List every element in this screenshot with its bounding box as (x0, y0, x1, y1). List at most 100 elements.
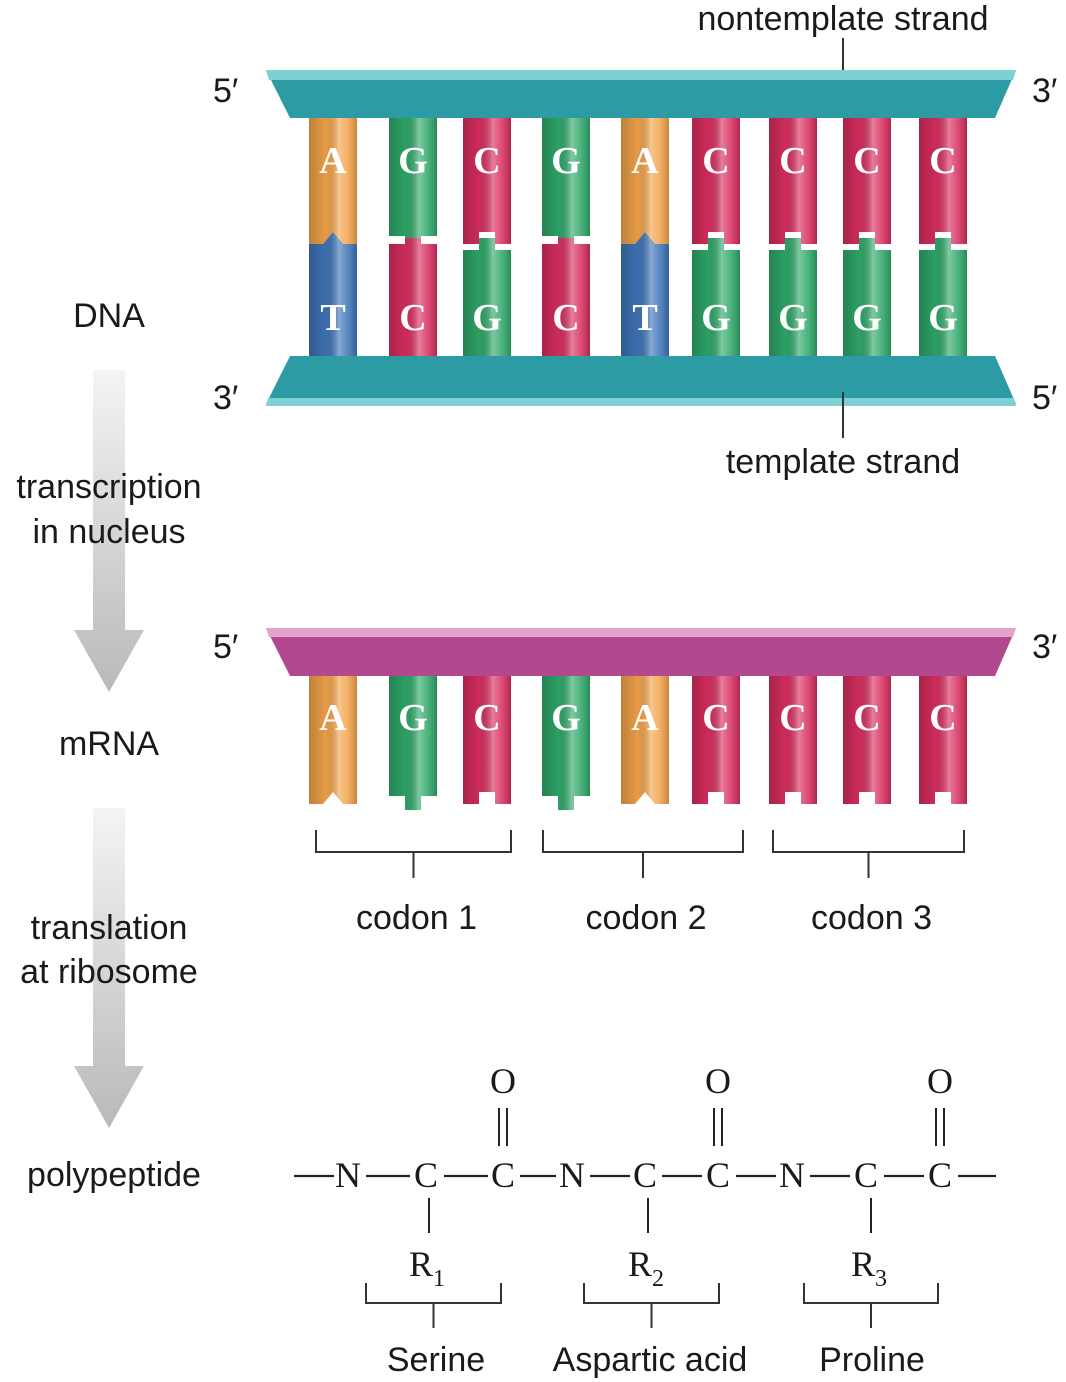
dna-bottom-left-end: 3′ (213, 379, 238, 417)
dna-nontemplate-base-letter: G (551, 140, 581, 182)
mrna-base-9-shading (919, 654, 967, 804)
dna-nontemplate-base-4-shading (542, 96, 590, 250)
dna-template-base-3-shading (463, 238, 511, 380)
dna-template-base-letter: G (852, 297, 882, 339)
mrna-base-6: C (692, 654, 740, 804)
mrna-base-letter: C (702, 697, 729, 739)
side-chain-r-subscript: 1 (433, 1266, 445, 1292)
dna-nontemplate-base-3: C (463, 96, 511, 244)
transcription-arrow (74, 370, 144, 692)
codon-2: codon 2 (542, 830, 744, 937)
dna-nontemplate-base-9-shading (919, 96, 967, 244)
dna-template-base-9-shading (919, 238, 967, 380)
side-chain-r-letter: R (851, 1244, 875, 1284)
mrna-base-1-shading (309, 654, 357, 804)
amino-acid-name: Proline (819, 1341, 925, 1379)
dna-nontemplate-base-letter: C (473, 140, 500, 182)
dna-template-base-3: G (463, 238, 511, 380)
template-strand-label: template strand (726, 443, 960, 481)
mrna-base-6-shading (692, 654, 740, 804)
dna-bottom-right-end: 5′ (1032, 379, 1057, 417)
mrna-backbone (266, 628, 1016, 676)
mrna-base-5-shading (621, 654, 669, 804)
dna-template-base-5-shading (621, 232, 669, 380)
side-chain-r: R1 (409, 1244, 445, 1292)
dna-nontemplate-base-letter: C (929, 140, 956, 182)
dna-template-base-8: G (843, 238, 891, 380)
codon-label: codon 2 (586, 899, 707, 937)
translation-label-line1: translation (31, 909, 188, 947)
mrna-base-letter: C (473, 697, 500, 739)
nontemplate-strand-label: nontemplate strand (697, 0, 988, 38)
dna-nontemplate-base-6: C (692, 96, 740, 244)
peptide-atom-c: C (633, 1155, 657, 1195)
side-chain-r-subscript: 2 (652, 1266, 664, 1292)
dna-template-base-9: G (919, 238, 967, 380)
mrna-base-8-shading (843, 654, 891, 804)
codon-label: codon 1 (356, 899, 477, 937)
amino-acid-name: Serine (387, 1341, 485, 1379)
dna-nontemplate-base-8: C (843, 96, 891, 244)
dna-template-base-6: G (692, 238, 740, 380)
dna-template-backbone (266, 356, 1016, 406)
dna-template-base-letter: T (320, 297, 345, 339)
dna-nontemplate-backbone (266, 70, 1016, 118)
dna-template-base-6-shading (692, 238, 740, 380)
dna-template-base-4: C (542, 238, 590, 380)
amino-acid-name: Aspartic acid (553, 1341, 748, 1379)
mrna-base-letter: C (929, 697, 956, 739)
mrna-base-7: C (769, 654, 817, 804)
codon-3: codon 3 (772, 830, 965, 937)
dna-nontemplate-base-letter: C (779, 140, 806, 182)
dna-nontemplate-base-8-shading (843, 96, 891, 244)
codon-brackets: codon 1 codon 2 codon 3 (315, 830, 965, 937)
mrna-left-end: 5′ (213, 628, 238, 666)
mrna-base-letter: C (779, 697, 806, 739)
mrna-base-8: C (843, 654, 891, 804)
side-chain-r-letter: R (628, 1244, 652, 1284)
transcription-label-line2: in nucleus (32, 513, 185, 551)
dna-template-base-letter: G (701, 297, 731, 339)
mrna-right-end: 3′ (1032, 628, 1057, 666)
mrna-base-3-shading (463, 654, 511, 804)
mrna-base-3: C (463, 654, 511, 804)
dna-template-base-2-shading (389, 238, 437, 380)
carbonyl-oxygen: O (927, 1061, 953, 1101)
side-chain-r: R3 (851, 1244, 887, 1292)
dna-template-base-letter: T (632, 297, 657, 339)
residue-bracket (365, 1283, 502, 1328)
dna-nontemplate-base-letter: G (398, 140, 428, 182)
peptide-atom-n: N (335, 1155, 361, 1195)
peptide-atom-c: C (706, 1155, 730, 1195)
mrna-base-2-shading (389, 654, 437, 810)
dna-template-base-letter: C (552, 297, 579, 339)
dna-nontemplate-base-7-shading (769, 96, 817, 244)
dna-nontemplate-base-2-shading (389, 96, 437, 250)
codon-1: codon 1 (315, 830, 512, 937)
transcription-label-line1: transcription (16, 468, 201, 506)
dna-top-left-end: 5′ (213, 72, 238, 110)
peptide-atom-n: N (559, 1155, 585, 1195)
dna-template-base-letter: G (778, 297, 808, 339)
stage-label-dna: DNA (73, 297, 145, 335)
peptide-atom-c: C (491, 1155, 515, 1195)
dna-template-base-1-shading (309, 232, 357, 380)
dna-nontemplate-base-letter: C (853, 140, 880, 182)
mrna-base-5: A (621, 654, 669, 804)
translation-label-line2: at ribosome (20, 953, 198, 991)
peptide-atom-n: N (779, 1155, 805, 1195)
stage-label-mrna: mRNA (59, 725, 159, 763)
dna-nontemplate-base-7: C (769, 96, 817, 244)
peptide-atom-c: C (414, 1155, 438, 1195)
residue-bracket (803, 1283, 939, 1328)
residue-bracket (583, 1283, 720, 1328)
dna-nontemplate-base-letter: C (702, 140, 729, 182)
dna-template-base-7: G (769, 238, 817, 380)
dna-template-base-letter: G (472, 297, 502, 339)
